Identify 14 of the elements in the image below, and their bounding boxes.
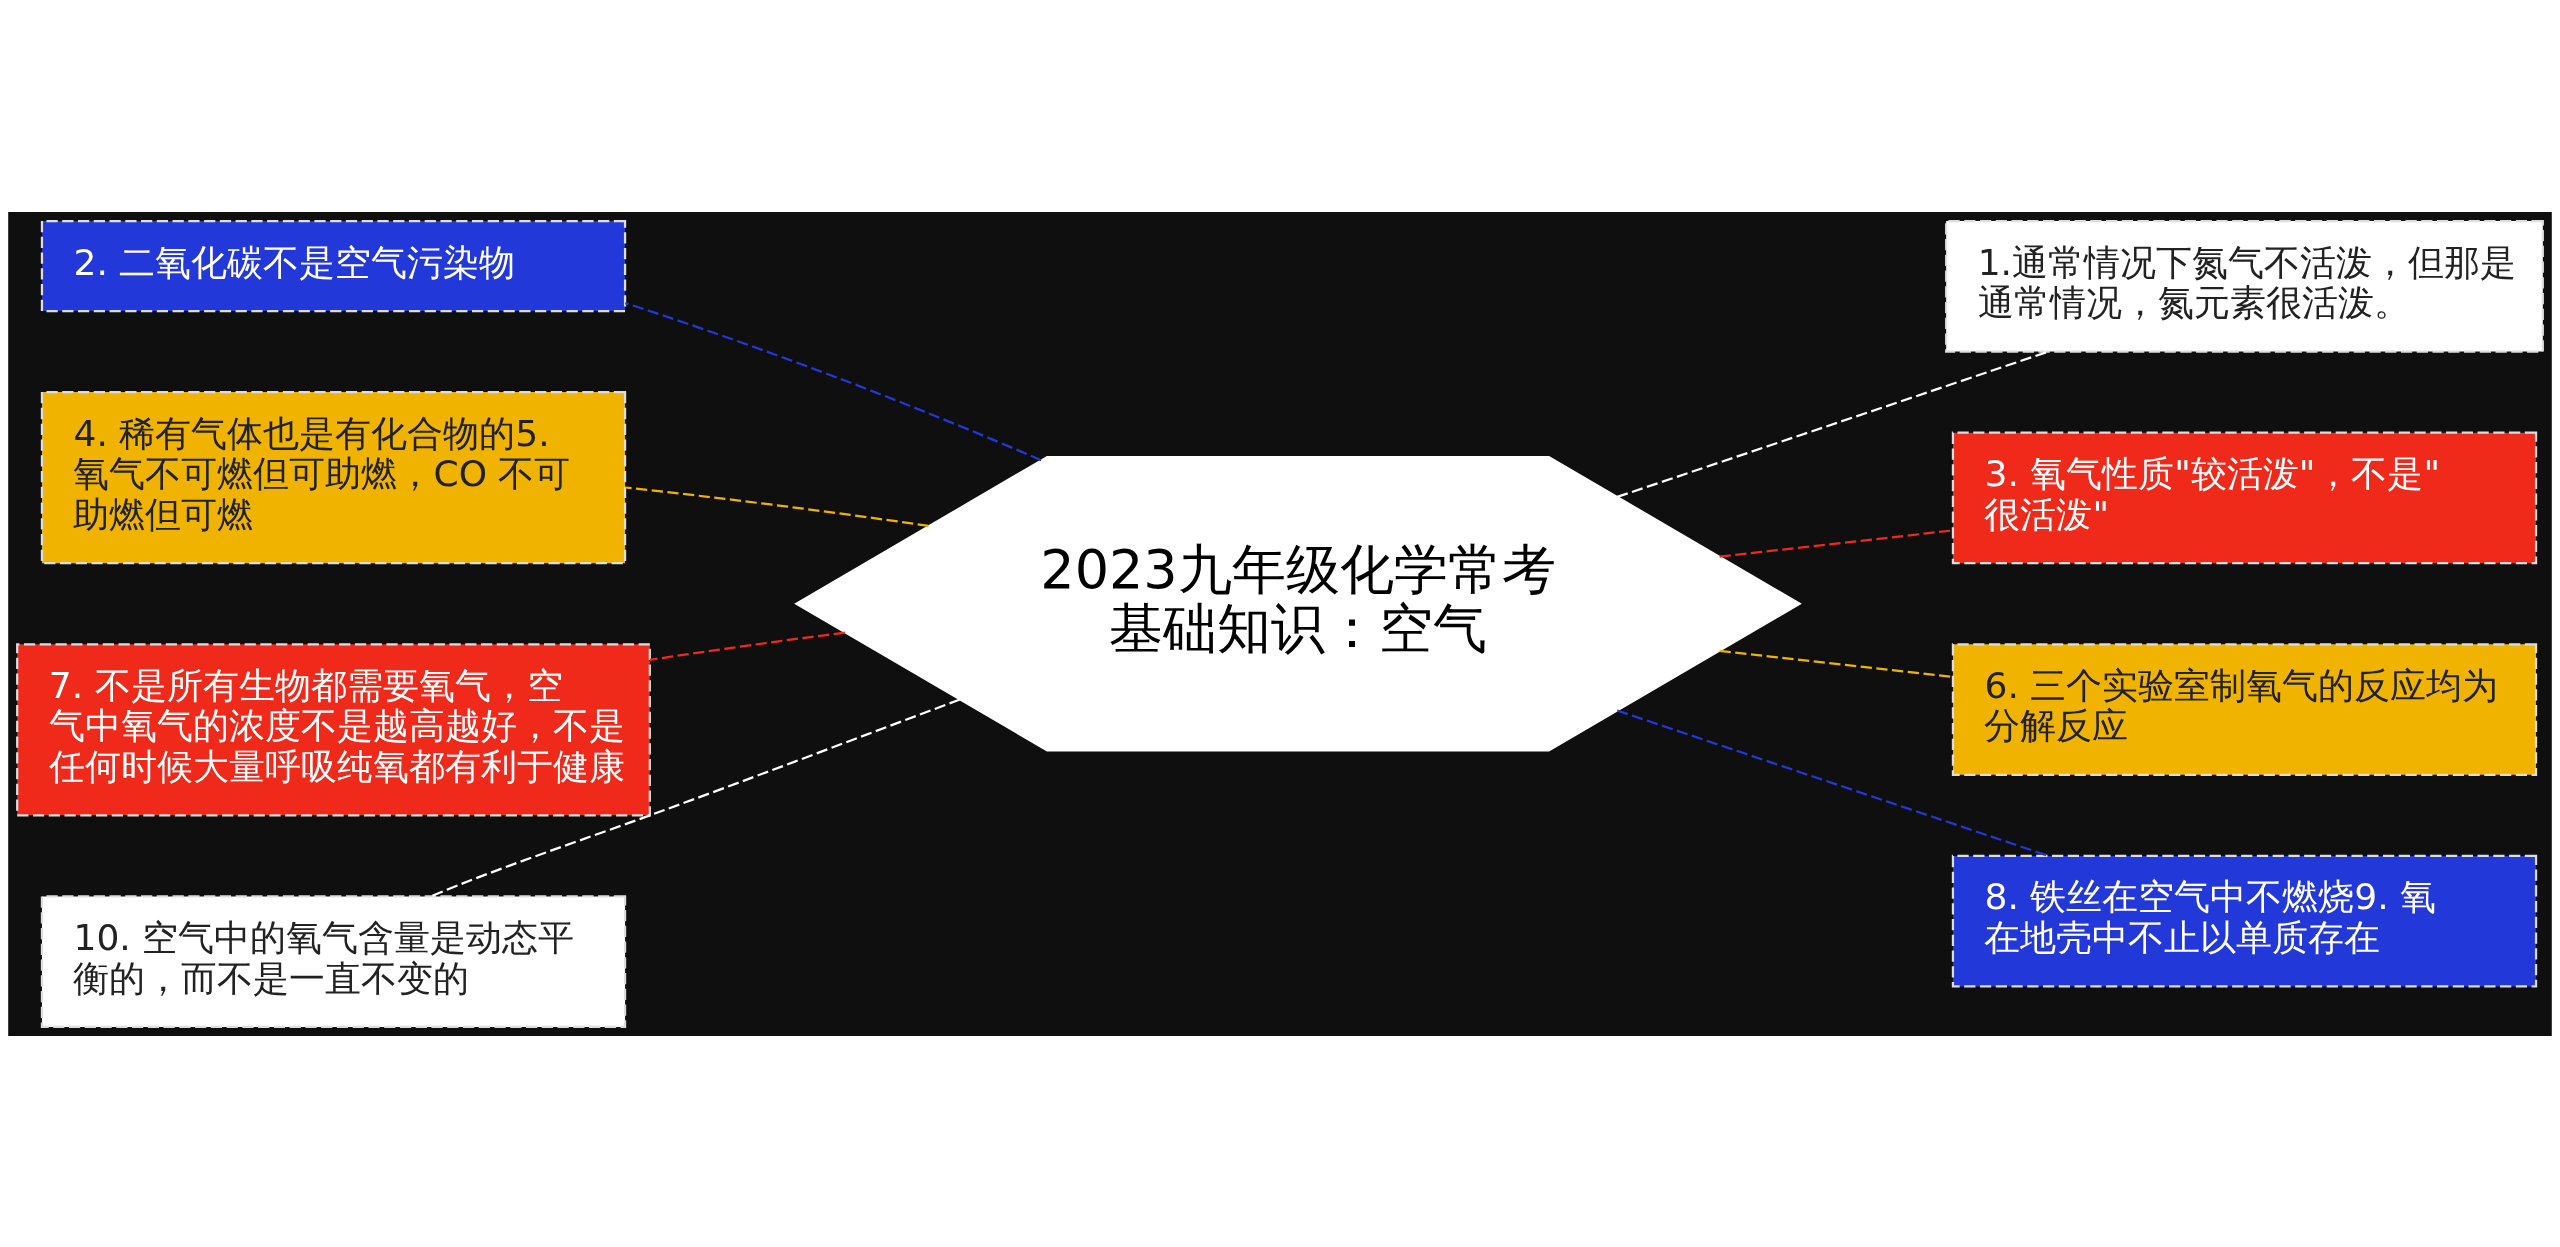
- node-box: 4. 稀有气体也是有化合物的5. 氧气不可燃但可助燃，CO 不可助燃但可燃: [40, 390, 627, 564]
- connector: [430, 697, 961, 897]
- node-box: 10. 空气中的氧气含量是动态平衡的，而不是一直不变的: [40, 894, 627, 1028]
- node-box: 7. 不是所有生物都需要氧气，空气中氧气的浓度不是越高越好，不是任何时候大量呼吸纯氧都有利于健康: [16, 642, 651, 816]
- connector: [649, 631, 846, 661]
- connector: [1616, 708, 2049, 857]
- node-box: 8. 铁丝在空气中不燃烧9. 氧在地壳中不止以单质存在: [1951, 854, 2538, 988]
- node-box: 6. 三个实验室制氧气的反应均为分解反应: [1951, 642, 2538, 776]
- node-box: 2. 二氧化碳不是空气污染物: [40, 219, 627, 312]
- connector: [624, 485, 929, 527]
- node-box: 3. 氧气性质"较活泼"，不是"很活泼": [1951, 431, 2538, 564]
- node-box: 1.通常情况下氮气不活泼，但那是通常情况，氮元素很活泼。: [1945, 219, 2544, 353]
- connector: [624, 301, 1042, 461]
- connector: [1616, 350, 2049, 498]
